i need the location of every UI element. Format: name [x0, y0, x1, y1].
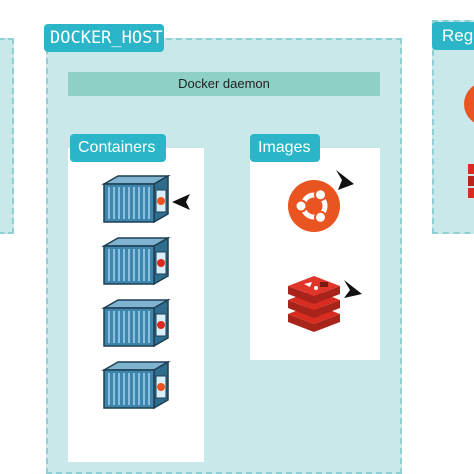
registry-redis-icon — [468, 164, 474, 198]
images-tag: Images — [250, 134, 320, 162]
containers-tag: Containers — [70, 134, 166, 162]
ubuntu-logo-icon — [157, 197, 165, 205]
ubuntu-image[interactable] — [282, 164, 356, 236]
redis-image[interactable] — [282, 272, 366, 336]
docker-daemon-bar: Docker daemon — [68, 72, 380, 96]
selection-arrow-icon — [172, 194, 190, 210]
registry-panel — [432, 20, 474, 234]
container-3[interactable] — [101, 298, 171, 348]
docker-host-tag: DOCKER_HOST — [44, 24, 164, 52]
registry-ubuntu-icon — [464, 85, 474, 123]
registry-tag: Regi — [432, 22, 474, 50]
selection-arrow-icon — [336, 170, 354, 190]
ubuntu-logo-icon — [157, 383, 165, 391]
container-1[interactable] — [101, 174, 190, 224]
client-panel — [0, 38, 14, 234]
ubuntu-icon — [288, 180, 340, 232]
registry-partial-icons — [464, 85, 474, 198]
container-4[interactable] — [101, 360, 171, 410]
redis-logo-icon — [157, 321, 165, 329]
selection-arrow-icon — [344, 280, 362, 298]
redis-logo-icon — [157, 259, 165, 267]
container-2[interactable] — [101, 236, 171, 286]
redis-icon — [288, 276, 340, 332]
